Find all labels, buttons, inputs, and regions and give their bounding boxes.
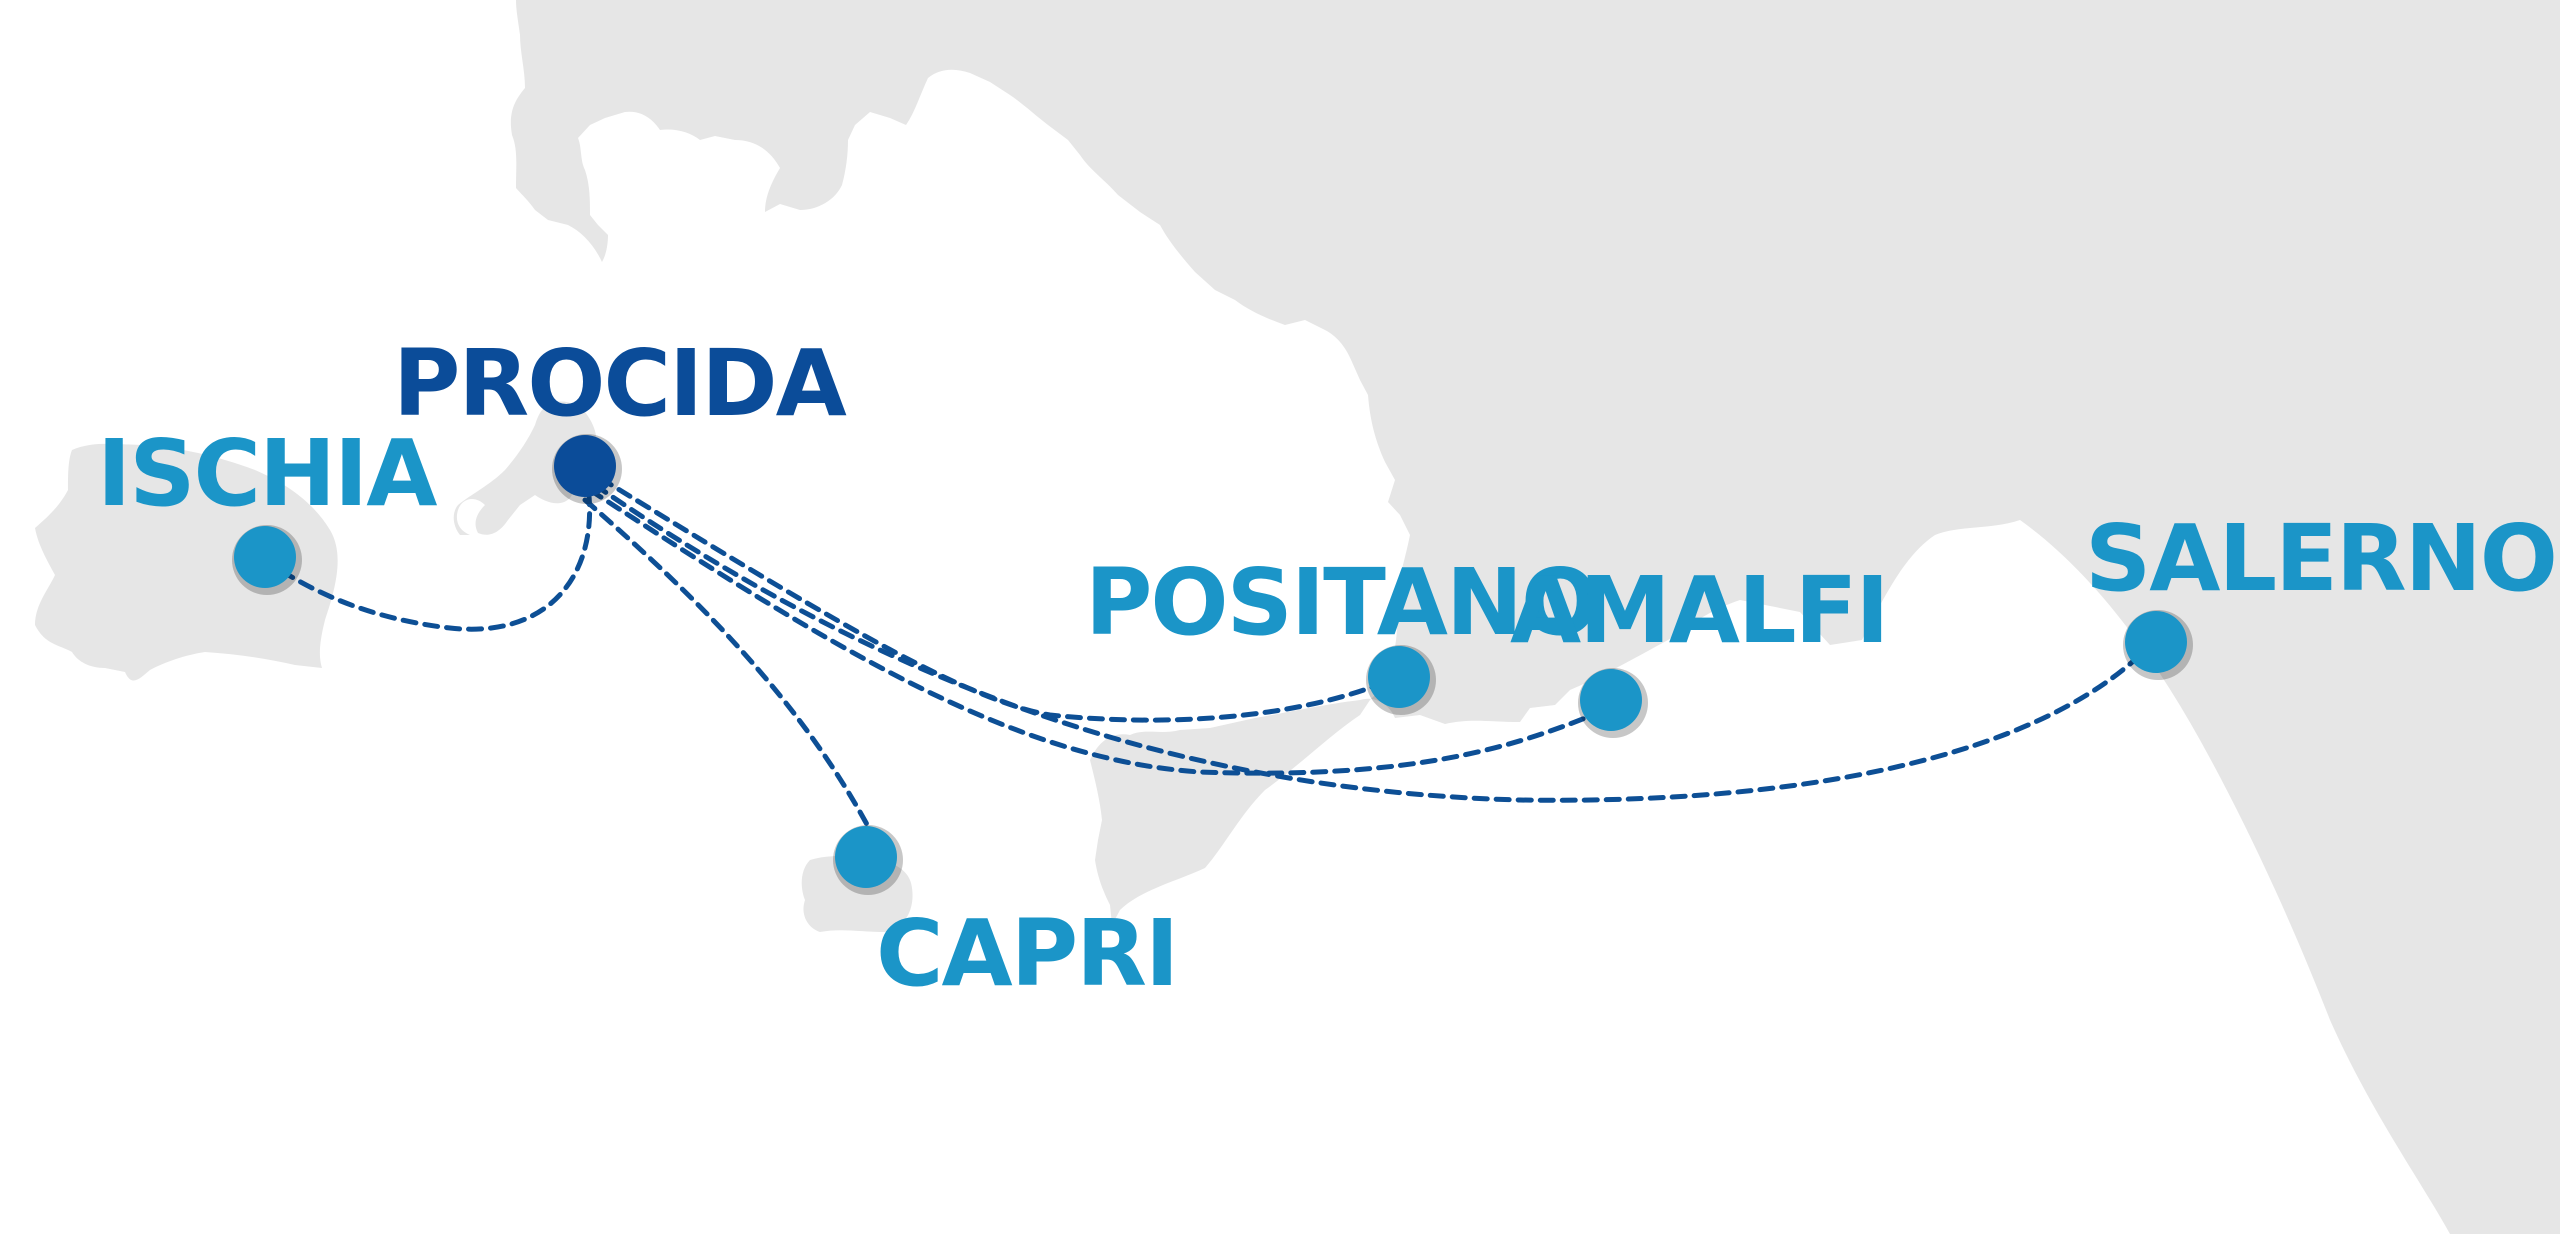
marker-dot bbox=[2125, 611, 2187, 673]
marker-dot bbox=[234, 526, 296, 588]
label-capri: CAPRI bbox=[876, 900, 1177, 1007]
marker-dot bbox=[1580, 669, 1642, 731]
marker-positano[interactable] bbox=[1366, 645, 1436, 715]
marker-dot bbox=[835, 826, 897, 888]
marker-capri[interactable] bbox=[833, 825, 903, 895]
procida-island bbox=[453, 401, 597, 535]
route-procida-ischia bbox=[262, 467, 593, 632]
mainland-coast bbox=[510, 0, 2560, 1234]
label-ischia: ISCHIA bbox=[97, 420, 437, 527]
route-procida-amalfi bbox=[587, 487, 1608, 776]
label-procida: PROCIDA bbox=[393, 330, 847, 437]
marker-dot bbox=[1368, 646, 1430, 708]
marker-dot bbox=[554, 435, 616, 497]
marker-procida[interactable] bbox=[552, 434, 622, 504]
marker-salerno[interactable] bbox=[2123, 610, 2193, 680]
route-procida-capri bbox=[582, 497, 873, 833]
route-procida-salerno bbox=[592, 482, 2143, 803]
label-amalfi: AMALFI bbox=[1510, 557, 1888, 664]
marker-amalfi[interactable] bbox=[1578, 668, 1648, 738]
label-salerno: SALERNO bbox=[2085, 505, 2556, 612]
ischia-island bbox=[35, 443, 338, 681]
route-procida-positano bbox=[597, 475, 1393, 723]
label-positano: POSITANO bbox=[1085, 549, 1597, 656]
marker-ischia[interactable] bbox=[232, 525, 302, 595]
